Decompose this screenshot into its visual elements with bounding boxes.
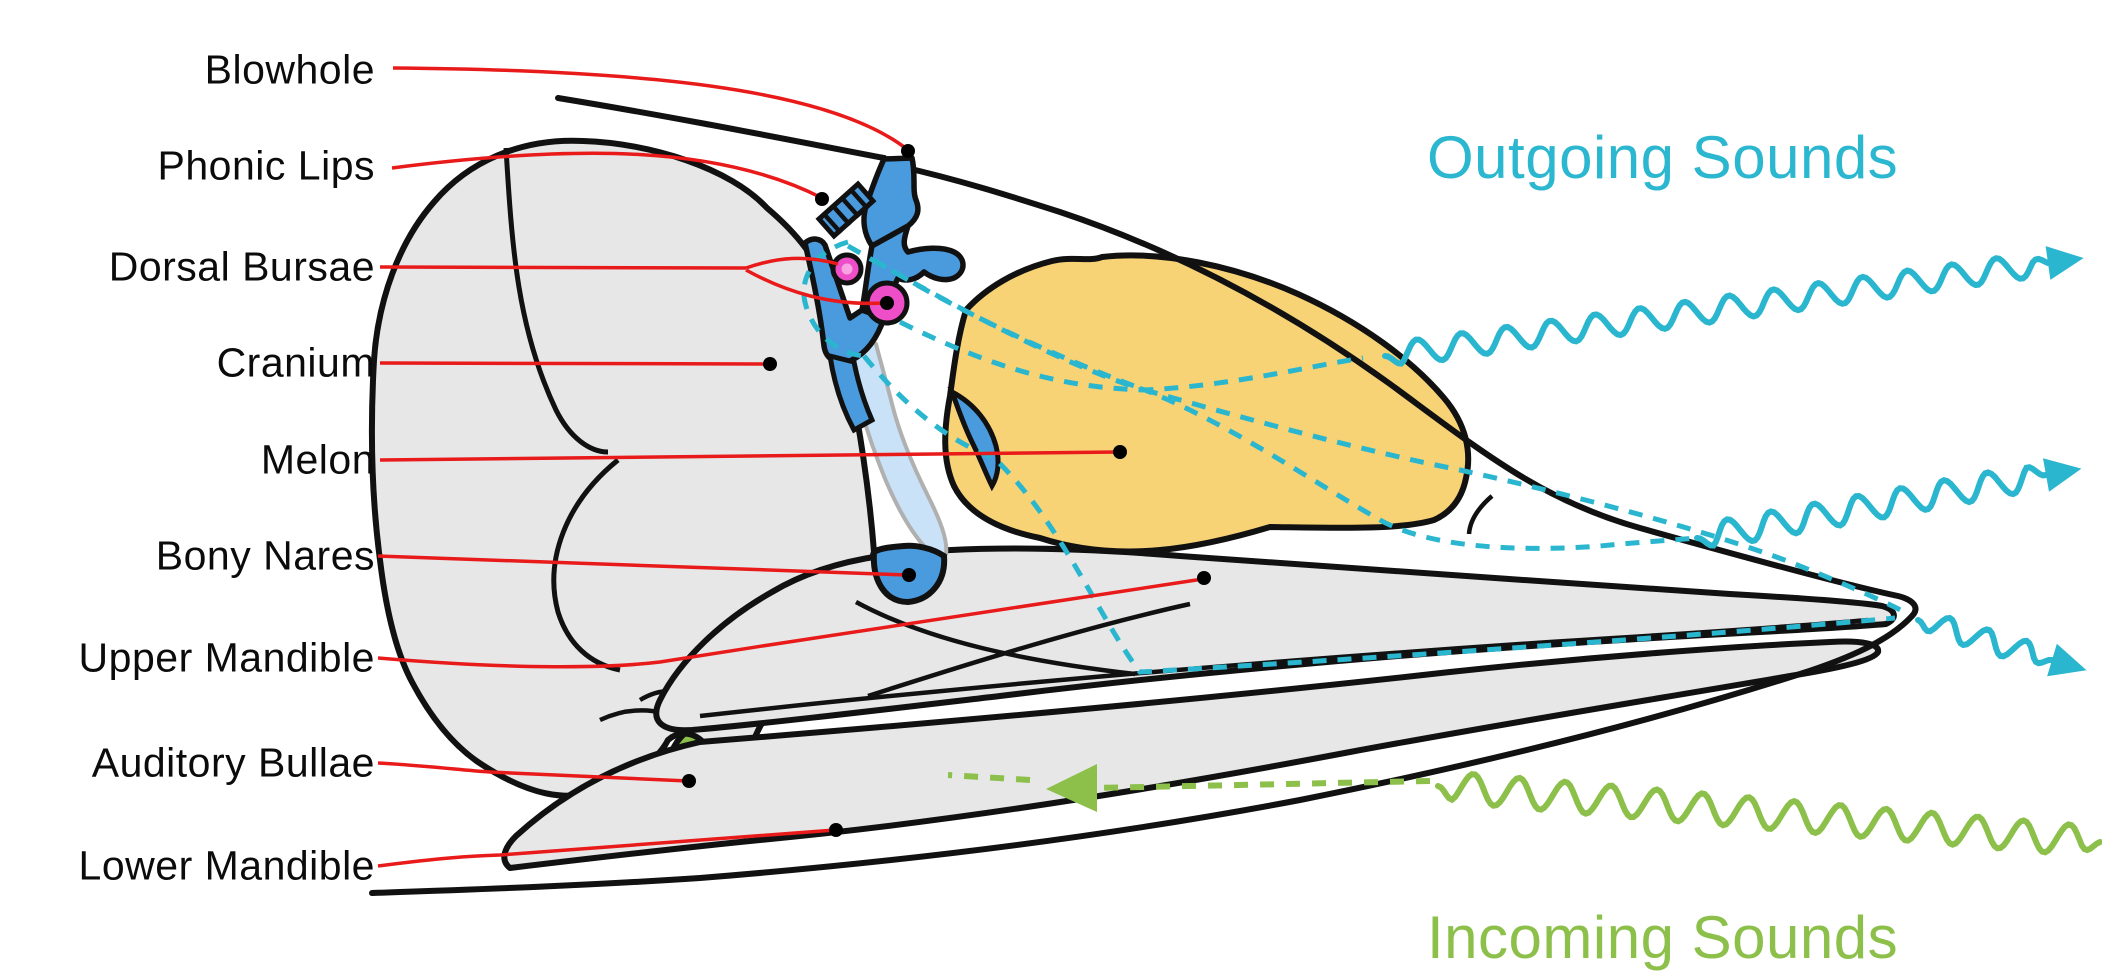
phonic-lips-hatch [849, 188, 870, 211]
outgoing-sounds-heading: Outgoing Sounds [1427, 124, 1899, 191]
label-auditory-bullae: Auditory Bullae [91, 739, 375, 786]
leader-bony-nares [377, 554, 909, 577]
label-upper-mandible: Upper Mandible [78, 634, 375, 681]
leader-dorsal-bursae-upper [745, 256, 839, 270]
label-blowhole: Blowhole [204, 46, 375, 93]
label-phonic-lips: Phonic Lips [157, 142, 375, 189]
dot-auditory-bullae [682, 774, 696, 788]
leader-dots [682, 144, 1211, 837]
outgoing-wave-tip [1915, 614, 2055, 667]
leader-cranium [379, 361, 770, 366]
phonic-lips-hatch [840, 196, 861, 219]
outgoing-wave-tip-arrowhead [2047, 643, 2087, 677]
lower-mandible-shape [501, 638, 1881, 871]
dot-cranium [763, 357, 777, 371]
dot-dorsal-bursae [880, 296, 894, 310]
phonic-lips-hatch [831, 204, 852, 227]
outgoing-sound-paths [801, 239, 1910, 675]
premaxillary-sac-shape [947, 386, 1001, 492]
cranium-temporal-line [551, 458, 621, 673]
sound-wave-arrows [1382, 246, 2102, 856]
outgoing-wave-top-arrowhead [2045, 246, 2084, 280]
rostrum-inner-line [699, 617, 1869, 719]
leader-upper-mandible [377, 577, 1204, 669]
dorsal-bursa-small-core [841, 263, 853, 275]
sound-path-to-mid-wave [898, 319, 1698, 551]
leader-phonic-lips [391, 151, 823, 200]
sound-path-lower [862, 354, 1896, 675]
label-cranium: Cranium [216, 339, 375, 386]
palatine-arc-2 [867, 601, 1191, 699]
cranium-suture-line [503, 147, 609, 455]
label-melon: Melon [260, 436, 375, 483]
palatine-arc-1 [854, 600, 1136, 677]
dot-bony-nares [902, 568, 916, 582]
dot-upper-mandible [1197, 571, 1211, 585]
phonic-lips-hatch [822, 212, 843, 235]
airway-group [802, 155, 966, 434]
incoming-sound-path [947, 764, 1431, 812]
outgoing-wave-middle [1694, 464, 2049, 549]
dot-lower-mandible [829, 823, 843, 837]
leader-lines [377, 66, 1204, 868]
airway-lower-shape [826, 352, 876, 434]
leader-auditory-bullae [377, 761, 689, 783]
melon-shape [942, 252, 1472, 555]
leader-blowhole [392, 66, 910, 152]
label-dorsal-bursae: Dorsal Bursae [108, 243, 375, 290]
leader-melon [379, 450, 1120, 462]
melon-crease-line [1466, 494, 1494, 535]
sound-path-loop [801, 239, 865, 359]
leader-lower-mandible [377, 828, 836, 868]
dot-melon [1113, 445, 1127, 459]
dot-blowhole [901, 144, 915, 158]
dot-phonic-lips [815, 192, 829, 206]
outgoing-wave-middle-arrowhead [2042, 458, 2082, 492]
incoming-sounds-heading: Incoming Sounds [1427, 904, 1899, 971]
nasal-passage-shape [843, 338, 949, 560]
incoming-arrowhead [1046, 764, 1097, 812]
incoming-dashed-line-2 [947, 772, 1031, 783]
incoming-dashed-line [1094, 778, 1431, 791]
label-bony-nares: Bony Nares [155, 532, 375, 579]
leader-dorsal-bursae-lower [745, 268, 886, 306]
incoming-wave [1435, 771, 2102, 856]
label-lower-mandible: Lower Mandible [78, 842, 375, 889]
outgoing-wave-top [1382, 255, 2051, 367]
leader-dorsal-bursae [379, 265, 747, 270]
